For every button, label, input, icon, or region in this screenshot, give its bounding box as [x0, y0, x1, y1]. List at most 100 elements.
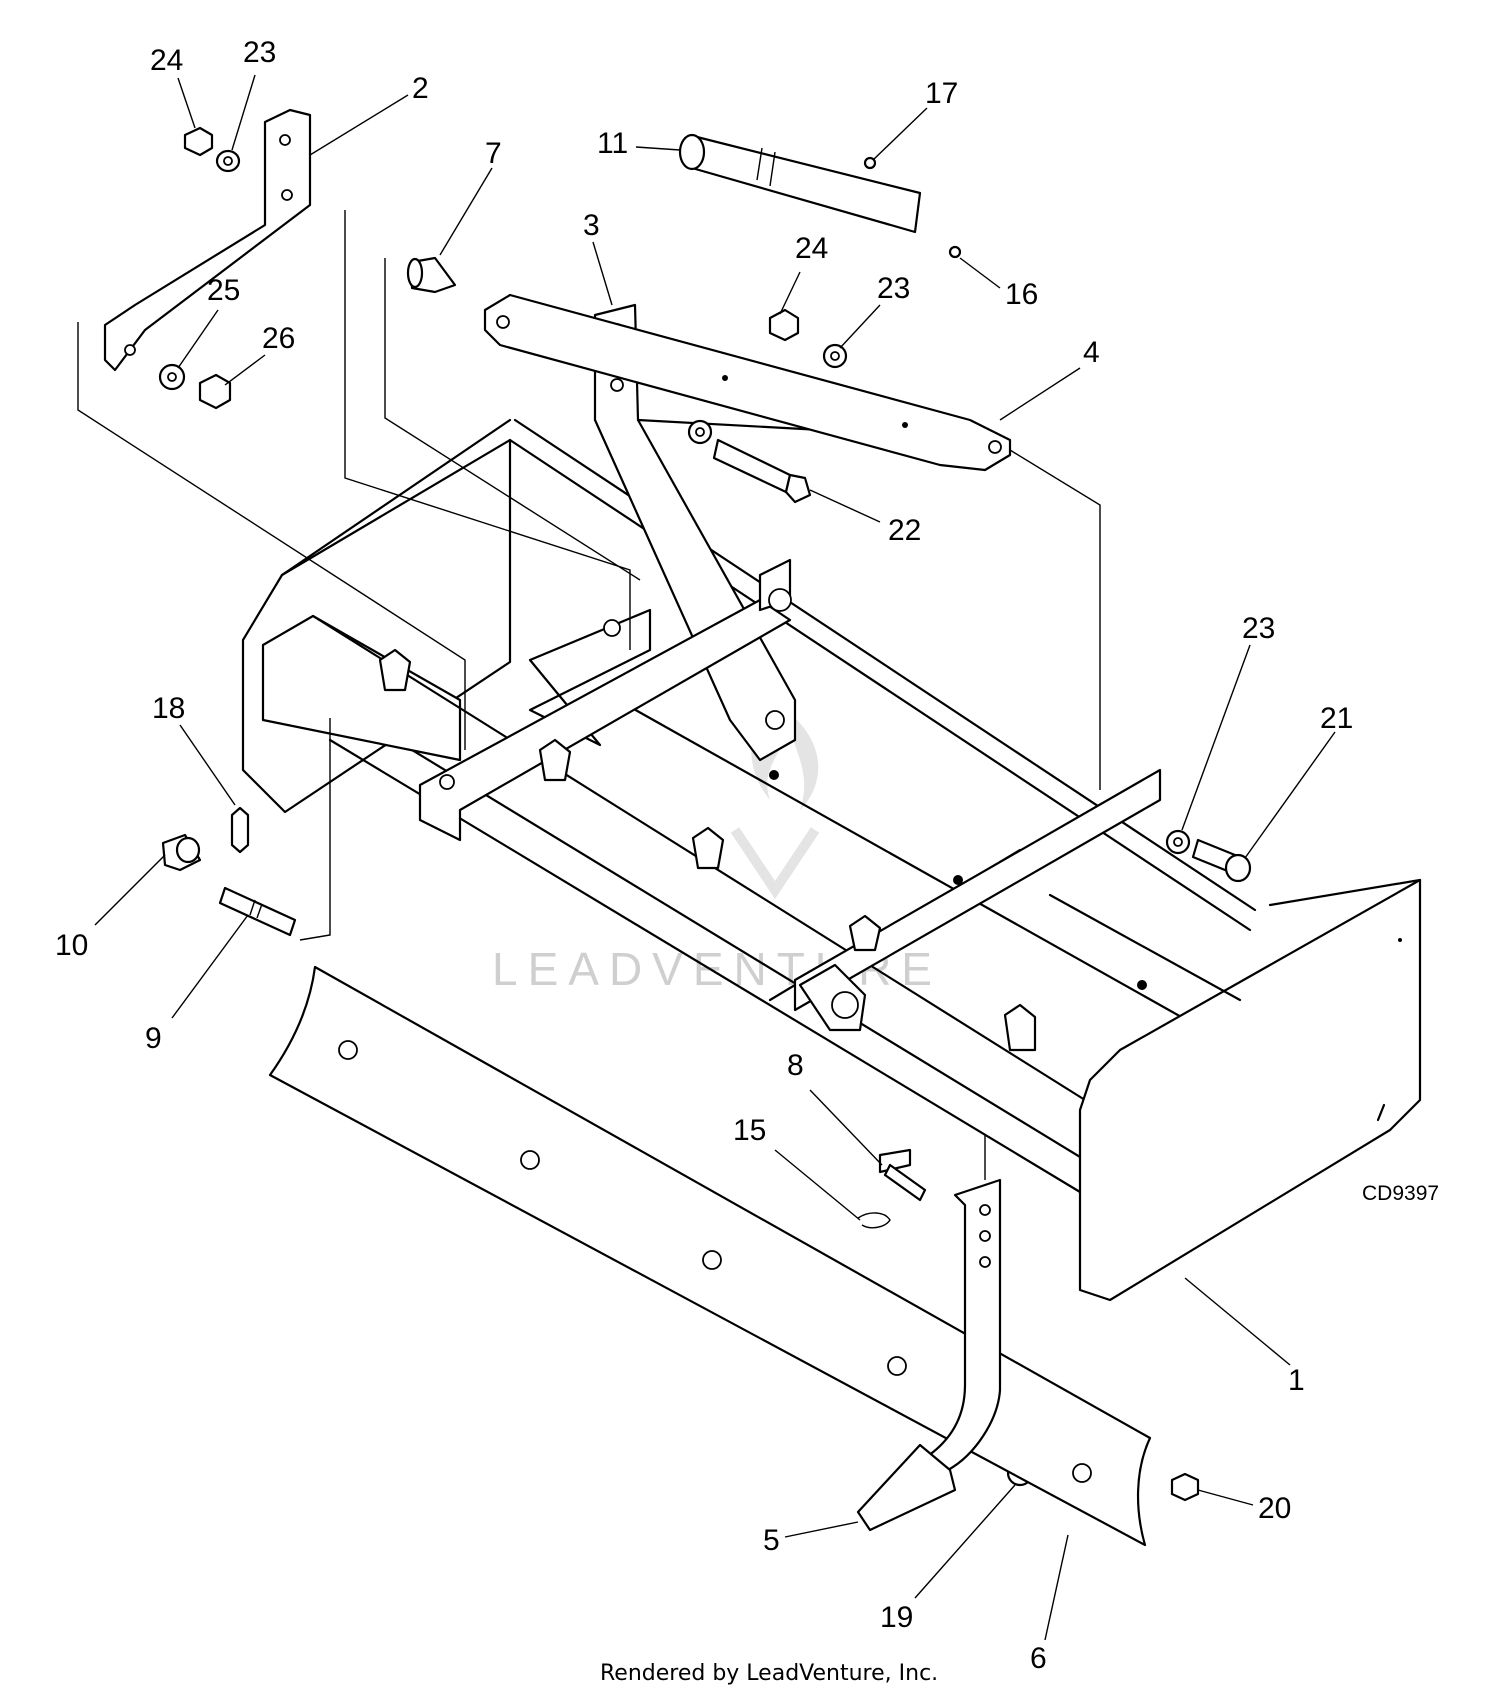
leader [179, 724, 236, 806]
leader [177, 309, 219, 369]
callout-26: 26 [262, 322, 295, 355]
callout-6: 6 [1030, 1642, 1047, 1675]
top-link-mark [902, 422, 908, 428]
callout-15: 15 [733, 1114, 766, 1147]
callout-25: 25 [207, 274, 240, 307]
leader [999, 367, 1081, 421]
right-side-plate [1078, 878, 1422, 1302]
callout-21: 21 [1320, 702, 1353, 735]
callout-16: 16 [1005, 278, 1038, 311]
bushing-7-face [406, 257, 424, 289]
watermark-v-icon [730, 827, 820, 900]
clevis-clip [1003, 1003, 1037, 1052]
right-plate-mark [1398, 938, 1402, 942]
callout-18: 18 [152, 692, 185, 725]
lower-link-pin [831, 991, 859, 1019]
floor-bolt [953, 875, 963, 885]
shank-hole [979, 1230, 991, 1242]
nut-26-icon [198, 373, 232, 410]
leader [1184, 1277, 1291, 1366]
leader [439, 167, 493, 256]
bracket-2-hole [281, 189, 293, 201]
leader [171, 914, 249, 1019]
blade-bolt-hole [887, 1356, 907, 1376]
mast-hole [610, 378, 624, 392]
leader [779, 271, 801, 315]
bolt-22-head [784, 473, 812, 504]
shank-hole [979, 1256, 991, 1268]
bracket-hole [603, 619, 621, 637]
guide-line [384, 258, 641, 581]
top-link-bar [483, 293, 1012, 472]
pin-18-icon [230, 806, 250, 854]
front-tube-end [261, 614, 462, 762]
back-top-rim [513, 418, 1257, 912]
leader [809, 1089, 883, 1166]
blade-bolt-hole [702, 1250, 722, 1270]
top-link-mark [722, 375, 728, 381]
bolt-22-icon [712, 438, 792, 494]
callout-10: 10 [55, 929, 88, 962]
nut-24-icon [183, 126, 214, 157]
floor-bolt [769, 770, 779, 780]
callout-9: 9 [145, 1022, 162, 1055]
washer-hole [1173, 837, 1183, 847]
blade-part-6 [268, 965, 1152, 1547]
bracket-2-body [103, 108, 312, 372]
shank-hole [979, 1204, 991, 1216]
mast-bottom-hole [765, 710, 785, 730]
top-link-hole [496, 315, 510, 329]
shank-point [856, 1443, 957, 1532]
leader [309, 94, 409, 156]
pin-9-icon [218, 886, 297, 937]
leader [914, 1484, 1016, 1599]
top-link-hole [988, 440, 1002, 454]
pin-11-end [678, 133, 706, 171]
callout-11: 11 [597, 127, 628, 160]
callout-24b: 24 [795, 232, 828, 265]
nut-24-icon [768, 308, 800, 342]
top-link-bar-body [483, 293, 1012, 472]
leader [1244, 731, 1336, 859]
callout-22: 22 [888, 514, 921, 547]
leader-lines [77, 74, 1336, 1641]
a-frame-mast [418, 303, 1007, 842]
callout-4: 4 [1083, 336, 1100, 369]
callout-23b: 23 [877, 272, 910, 305]
guide-line [77, 322, 466, 750]
washer-hole [695, 427, 705, 437]
screw-17-icon [863, 156, 877, 170]
right-plate-slot [1376, 1103, 1386, 1122]
callout-23: 23 [243, 36, 276, 69]
pin-11-groove [756, 147, 776, 187]
leader [177, 77, 196, 129]
blade-bolt-hole [520, 1150, 540, 1170]
pin-8-shaft [883, 1163, 927, 1202]
leader [224, 354, 266, 386]
brace-hole [439, 774, 455, 790]
leader [784, 1521, 859, 1538]
callout-8: 8 [787, 1049, 804, 1082]
washer-hole [830, 351, 840, 361]
guide-line [344, 210, 631, 650]
pin-9-groove [249, 899, 263, 919]
leader [94, 854, 166, 926]
blade-bolt-hole [338, 1040, 358, 1060]
callout-19: 19 [880, 1601, 913, 1634]
inner-floor-line [1048, 893, 1242, 1002]
back-wall-bottom [598, 688, 1242, 1052]
bracket-part-2 [103, 108, 312, 372]
shank-part-5 [856, 1178, 1002, 1532]
callout-24: 24 [150, 44, 183, 77]
leader [635, 146, 681, 151]
callout-7: 7 [485, 137, 502, 170]
leader [774, 1149, 861, 1221]
floor-bolt [1137, 980, 1147, 990]
callout-2: 2 [412, 72, 429, 105]
callout-1: 1 [1288, 1364, 1305, 1397]
bracket-2-hole [279, 134, 291, 146]
guide-line [299, 718, 331, 941]
hardware [158, 126, 1252, 1502]
blade-bolt-hole [1072, 1463, 1092, 1483]
